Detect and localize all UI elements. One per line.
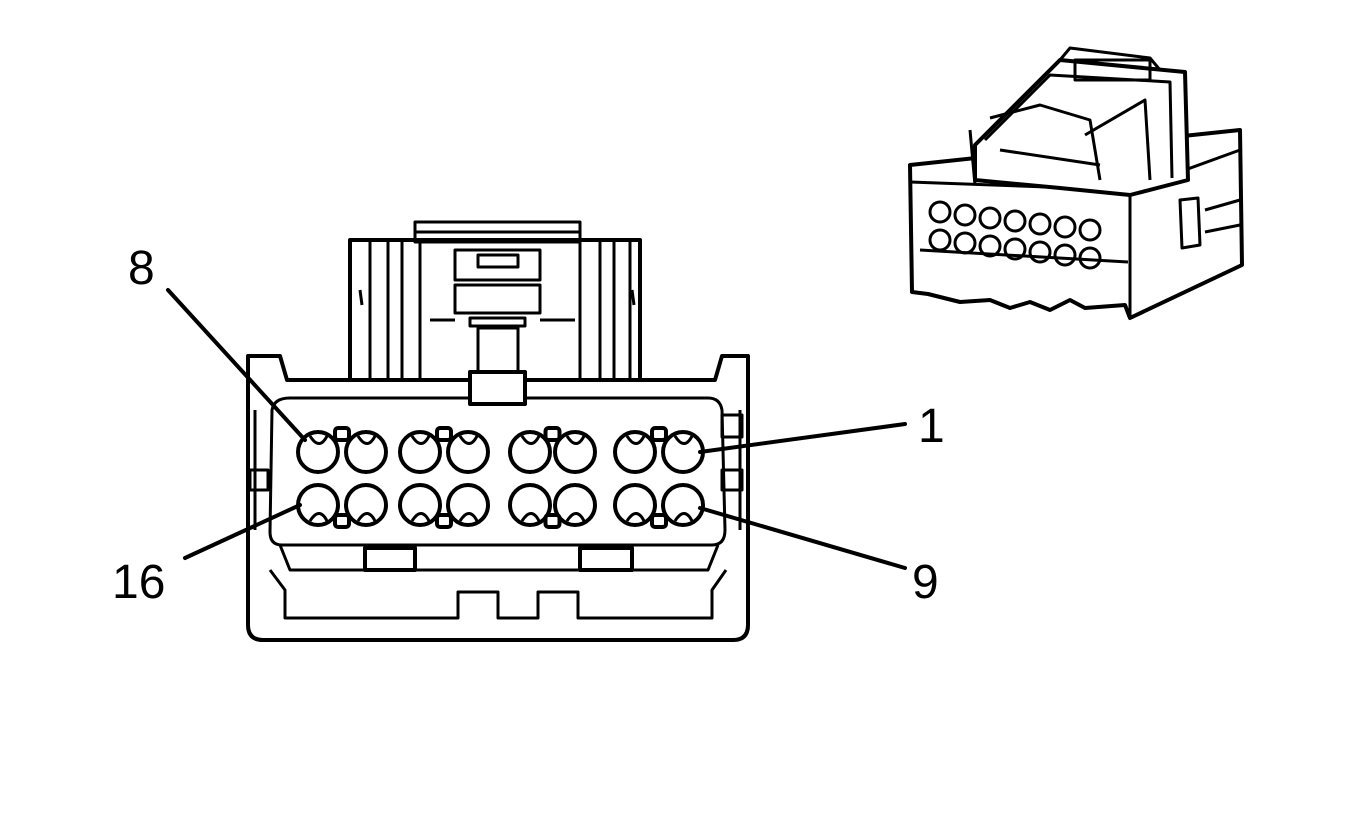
connector-isometric-view xyxy=(908,46,1244,320)
iso-cavity xyxy=(1078,218,1102,242)
iso-cavity xyxy=(928,228,952,252)
cavity xyxy=(296,483,340,527)
cavity xyxy=(446,430,490,474)
cavity xyxy=(296,430,340,474)
iso-cavity xyxy=(1028,212,1052,236)
iso-cavity xyxy=(953,231,977,255)
leader-line-16 xyxy=(183,503,302,560)
cavity-lock-nub xyxy=(333,513,351,529)
iso-cavity xyxy=(1003,209,1027,233)
cavity xyxy=(553,483,597,527)
cavity-lock-nub xyxy=(543,513,562,529)
iso-cavity xyxy=(1053,243,1077,267)
cavity xyxy=(398,430,442,474)
leader-line-8 xyxy=(166,288,307,442)
iso-cavity xyxy=(978,206,1002,230)
iso-cavity xyxy=(1028,240,1052,264)
cavity-lock-nub xyxy=(650,426,668,442)
isometric-cavity-grid xyxy=(928,200,1102,270)
pin-label-16: 16 xyxy=(112,556,165,609)
iso-cavity xyxy=(928,200,952,224)
cavity xyxy=(553,430,597,474)
cavity-lock-nub xyxy=(650,513,668,529)
iso-cavity xyxy=(1053,215,1077,239)
iso-cavity xyxy=(1078,246,1102,270)
cavity xyxy=(661,430,705,474)
connector-lock-housing xyxy=(348,220,642,382)
leader-line-9 xyxy=(698,506,907,570)
connector-body xyxy=(246,354,750,642)
cavity-grid xyxy=(296,426,705,529)
cavity xyxy=(344,483,388,527)
leader-lines xyxy=(166,288,907,570)
cavity xyxy=(344,430,388,474)
pin-label-9: 9 xyxy=(912,556,939,609)
cavity-lock-nub xyxy=(435,426,453,442)
cavity xyxy=(446,483,490,527)
cavity xyxy=(508,483,552,527)
leader-line-1 xyxy=(698,422,907,454)
cavity xyxy=(613,483,657,527)
iso-cavity xyxy=(1003,237,1027,261)
cavity-lock-nub xyxy=(543,426,562,442)
cavity xyxy=(508,430,552,474)
cavity xyxy=(613,430,657,474)
pin-label-1: 1 xyxy=(918,400,945,453)
pin-label-8: 8 xyxy=(128,242,155,295)
cavity-lock-nub xyxy=(333,426,351,442)
iso-cavity xyxy=(978,234,1002,258)
cavity-lock-nub xyxy=(435,513,453,529)
iso-cavity xyxy=(953,203,977,227)
cavity xyxy=(398,483,442,527)
cavity xyxy=(661,483,705,527)
